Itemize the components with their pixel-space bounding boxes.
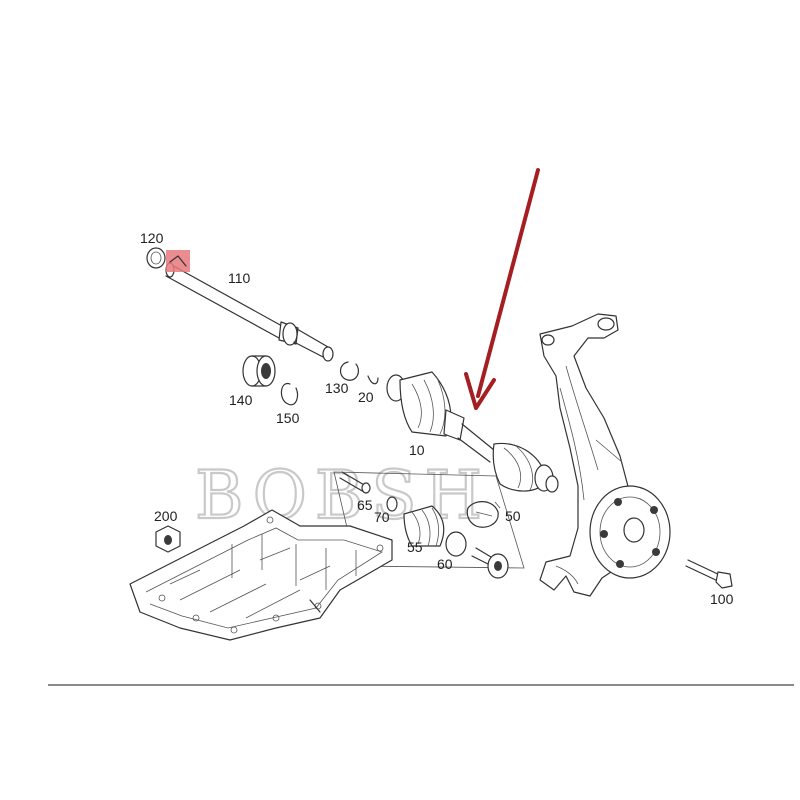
label-140: 140 bbox=[229, 392, 253, 408]
part-55-boot bbox=[403, 505, 445, 547]
label-10: 10 bbox=[409, 442, 425, 458]
part-120-ring bbox=[146, 247, 166, 269]
label-65: 65 bbox=[357, 497, 373, 513]
label-50: 50 bbox=[505, 508, 521, 524]
highlight-zigzag bbox=[169, 255, 187, 267]
part-20-clip bbox=[367, 375, 379, 385]
label-110: 110 bbox=[228, 270, 251, 286]
label-200: 200 bbox=[154, 508, 178, 524]
watermark: BOBSH bbox=[195, 457, 490, 534]
part-150-snap-ring bbox=[280, 382, 299, 406]
part-65-pin bbox=[339, 471, 371, 494]
housing-oil-pan bbox=[129, 509, 393, 641]
highlight-marker bbox=[166, 250, 190, 272]
wheel-hub bbox=[589, 485, 671, 579]
label-100: 100 bbox=[710, 591, 734, 607]
leader-lines bbox=[494, 501, 501, 509]
red-arrow bbox=[464, 168, 540, 410]
part-60-oring bbox=[445, 531, 467, 557]
part-100-bolt bbox=[685, 559, 733, 589]
label-70: 70 bbox=[374, 509, 390, 525]
label-130: 130 bbox=[325, 380, 349, 396]
part-50-clamp bbox=[466, 501, 499, 528]
part-70-ring bbox=[386, 496, 398, 512]
label-55: 55 bbox=[407, 539, 423, 555]
label-20: 20 bbox=[358, 389, 374, 405]
label-150: 150 bbox=[276, 410, 300, 426]
part-200-nut bbox=[155, 525, 181, 553]
part-130-clip bbox=[339, 361, 360, 381]
part-140-bearing bbox=[242, 355, 276, 387]
part-10-drive-shaft bbox=[386, 371, 559, 493]
part-70-bolt bbox=[471, 547, 509, 579]
label-120: 120 bbox=[140, 230, 164, 246]
part-110-shaft bbox=[165, 262, 334, 362]
label-60: 60 bbox=[437, 556, 453, 572]
